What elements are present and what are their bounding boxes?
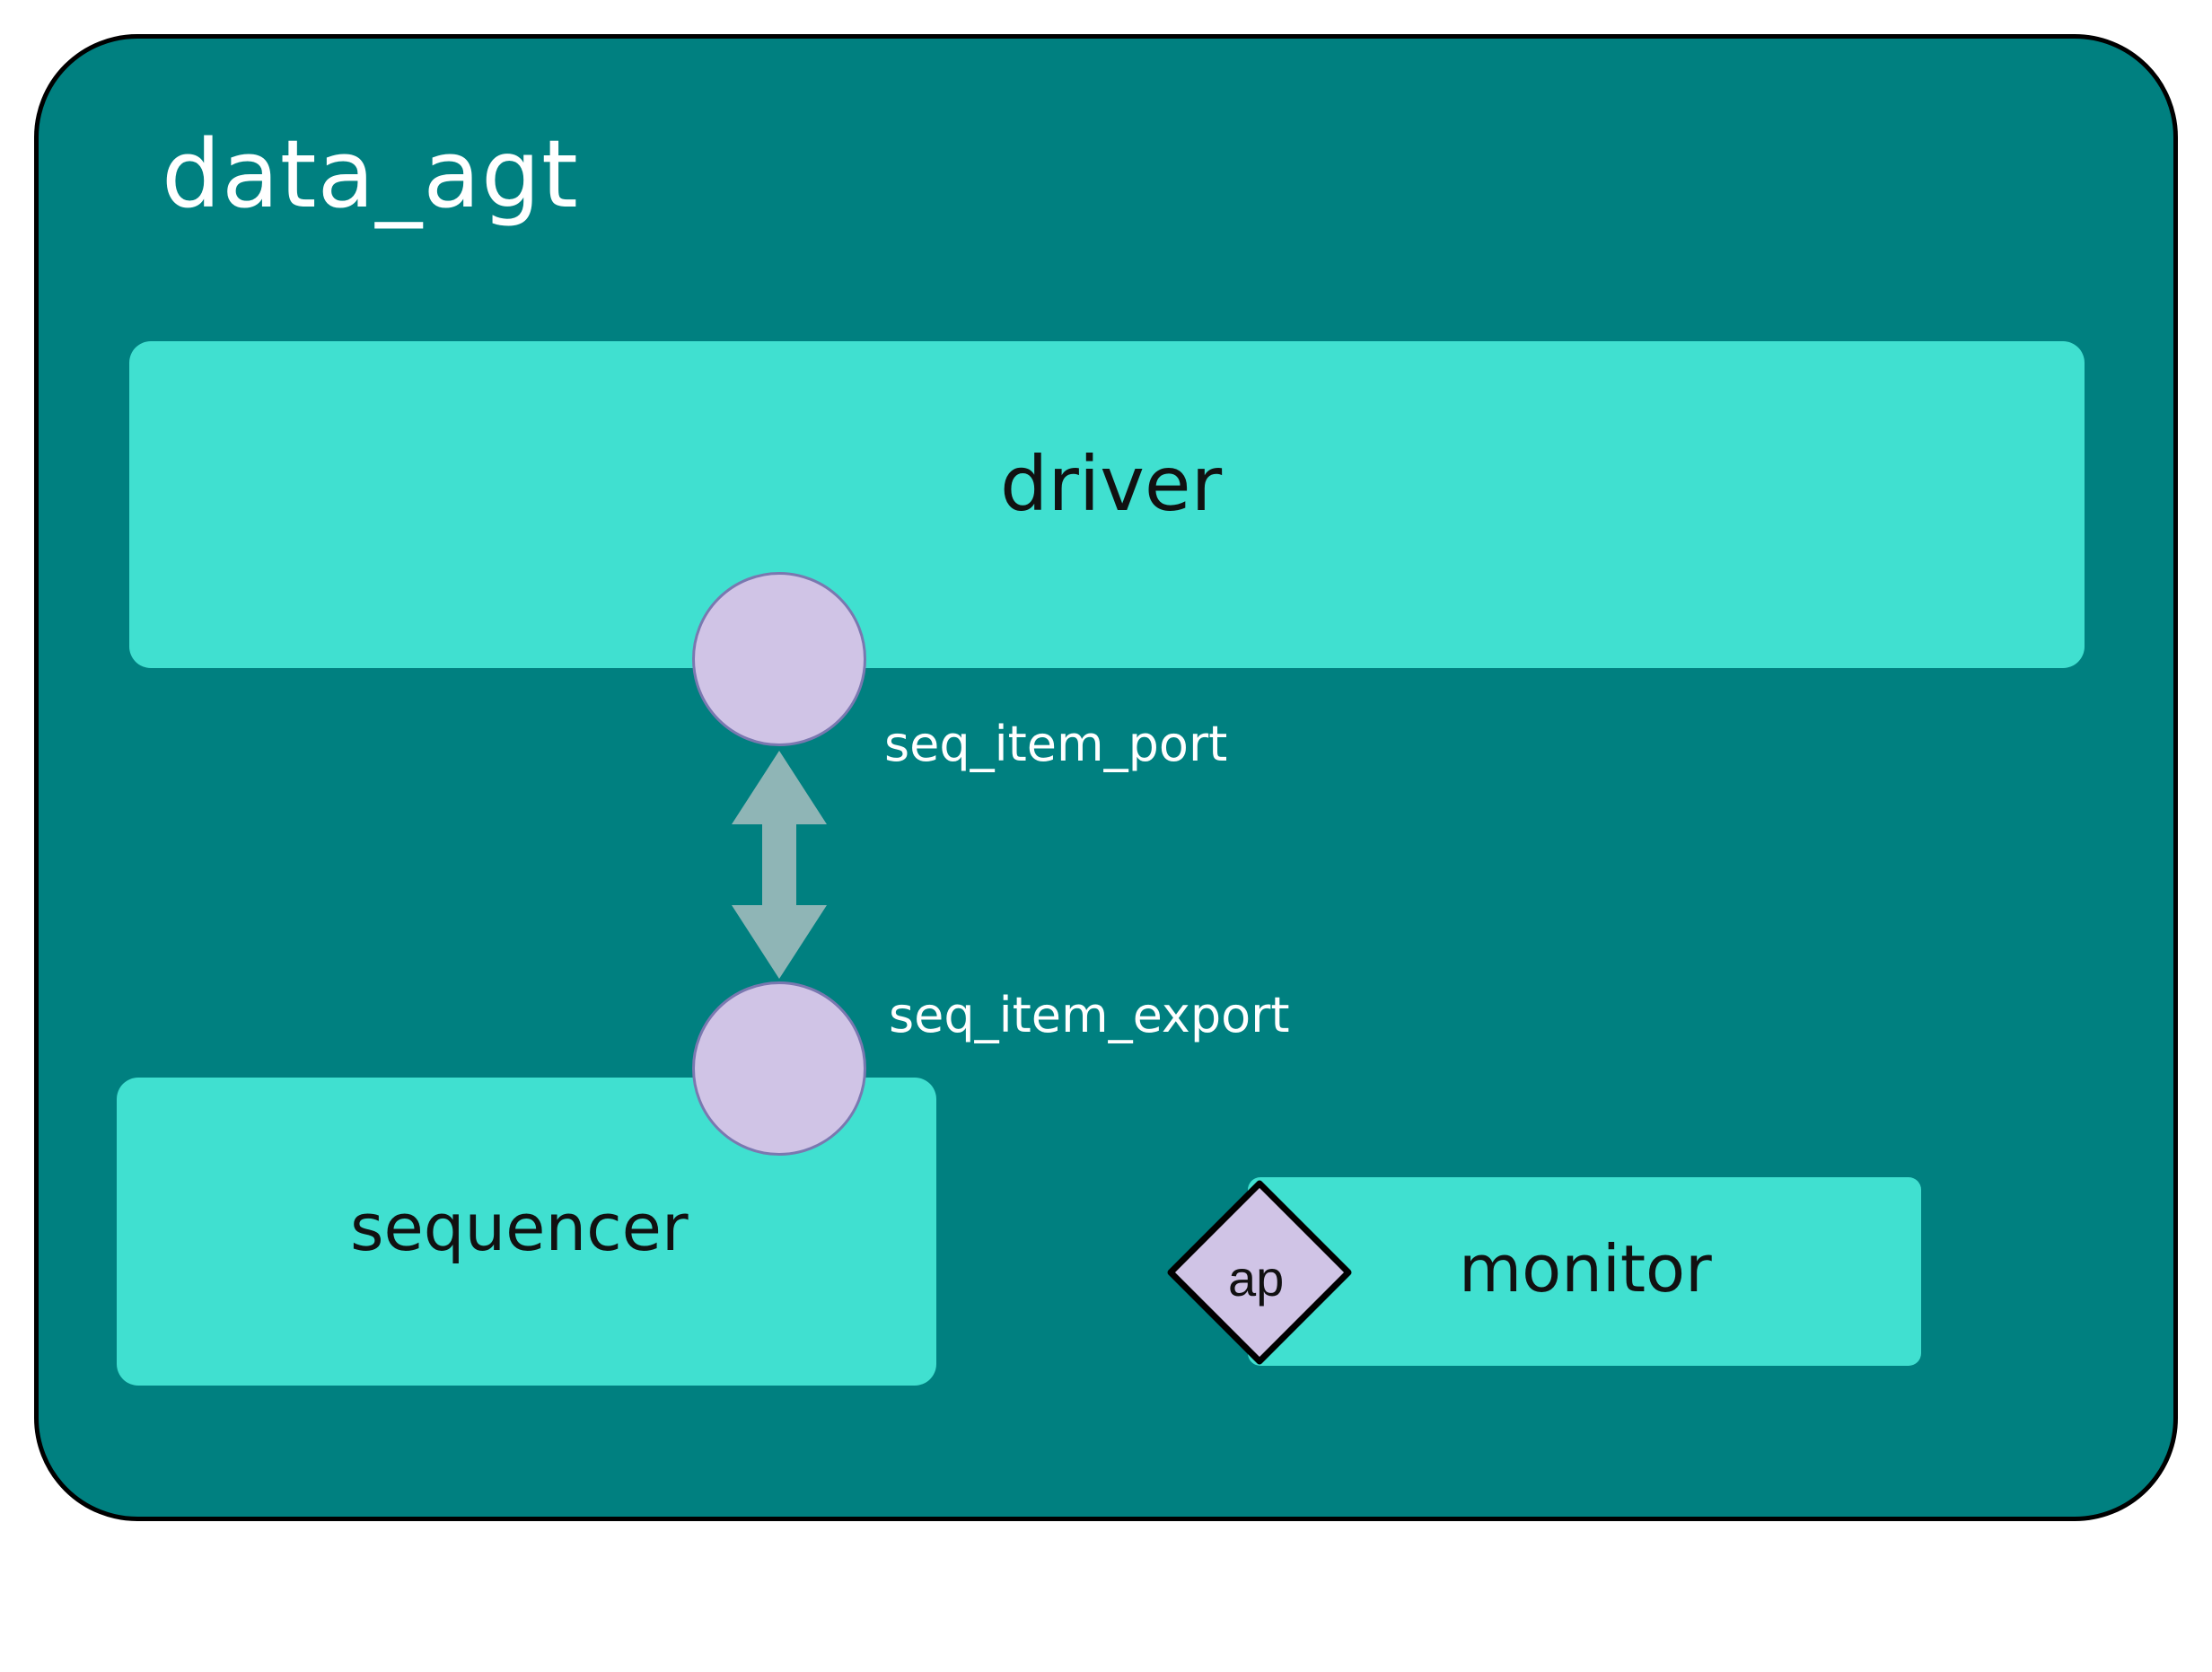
analysis-port-label: ap (1228, 1250, 1285, 1307)
monitor-label: monitor (1459, 1231, 1712, 1307)
seq-item-export-label: seq_item_export (889, 987, 1290, 1043)
connection-arrow (732, 751, 827, 979)
seq-item-port-circle (692, 572, 866, 746)
seq-item-export-circle (692, 981, 866, 1156)
driver-block: driver (129, 341, 2085, 668)
analysis-port-diamond-icon (1167, 1180, 1352, 1365)
agent-title: data_agt (162, 119, 579, 229)
seq-item-port-label: seq_item_port (884, 716, 1228, 772)
monitor-block: monitor (1248, 1177, 1921, 1366)
sequencer-label: sequencer (350, 1190, 689, 1265)
driver-label: driver (1000, 440, 1223, 528)
double-arrow-icon (732, 751, 827, 979)
analysis-port-diamond (1167, 1180, 1352, 1365)
